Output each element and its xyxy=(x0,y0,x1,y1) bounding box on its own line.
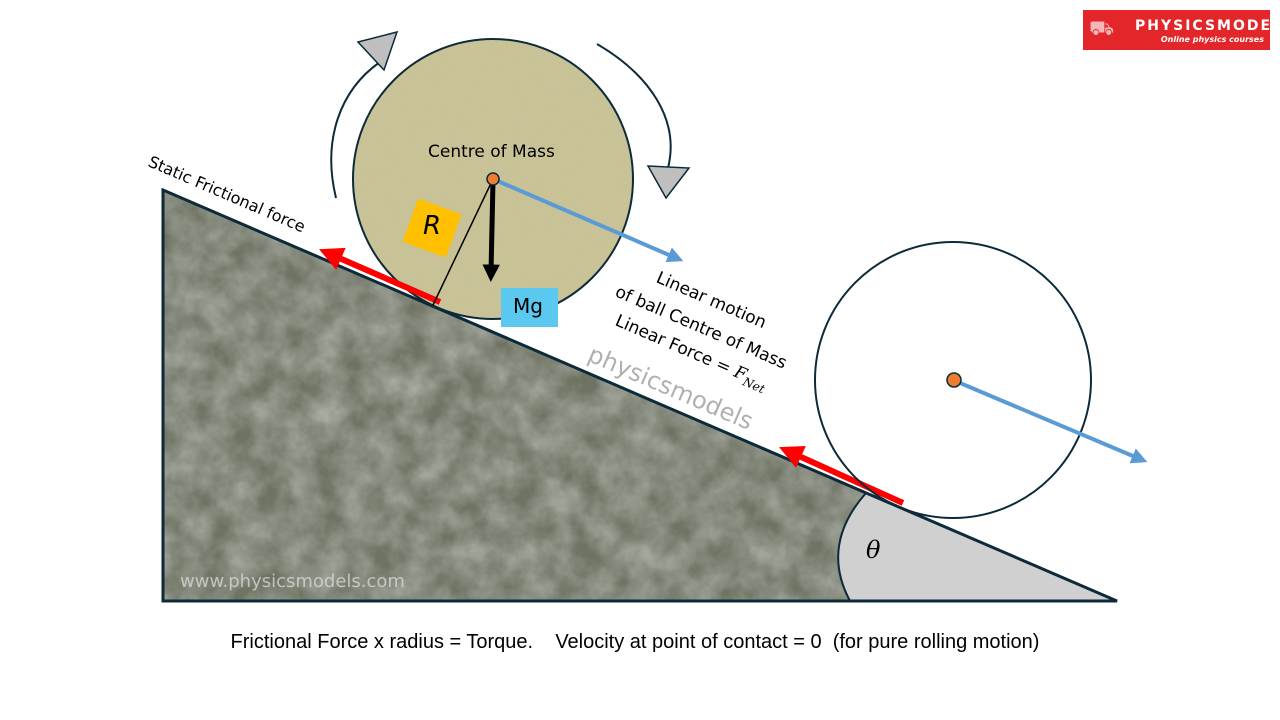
centre-of-mass-dot xyxy=(486,172,500,186)
centre-of-mass-label: Centre of Mass xyxy=(428,142,555,162)
caption: Frictional Force x radius = Torque. Velo… xyxy=(230,631,1040,653)
rotation-arrow-right xyxy=(596,43,672,169)
angle-label: θ xyxy=(866,536,881,564)
radius-label-box xyxy=(402,198,462,258)
logo-brand: PHYSICSMODELS xyxy=(1135,18,1280,34)
car-logo-icon: ⛟ xyxy=(1089,16,1115,40)
rotation-arrowhead-right-icon xyxy=(646,165,691,200)
weight-arrow xyxy=(482,180,500,282)
physicsmodels-logo: ⛟ PHYSICSMODELS Online physics courses xyxy=(1083,10,1280,50)
weight-label: Mg xyxy=(513,294,543,318)
radius-label: R xyxy=(423,211,442,241)
friction-arrow-bottom xyxy=(779,445,905,506)
ghost-centre-dot xyxy=(946,372,962,388)
weight-label-box xyxy=(501,288,558,327)
radius-line xyxy=(432,178,494,306)
rotation-arrowhead-left-icon xyxy=(356,30,399,72)
friction-arrow-top xyxy=(319,247,442,305)
incline-ramp xyxy=(161,187,1118,603)
website-watermark: www.physicsmodels.com xyxy=(180,571,405,592)
velocity-arrow-top xyxy=(492,177,684,263)
velocity-arrow-bottom xyxy=(952,378,1148,464)
ghost-ball xyxy=(814,241,1092,519)
logo-tagline: Online physics courses xyxy=(1160,35,1264,44)
rotation-arrow-left xyxy=(330,61,381,199)
